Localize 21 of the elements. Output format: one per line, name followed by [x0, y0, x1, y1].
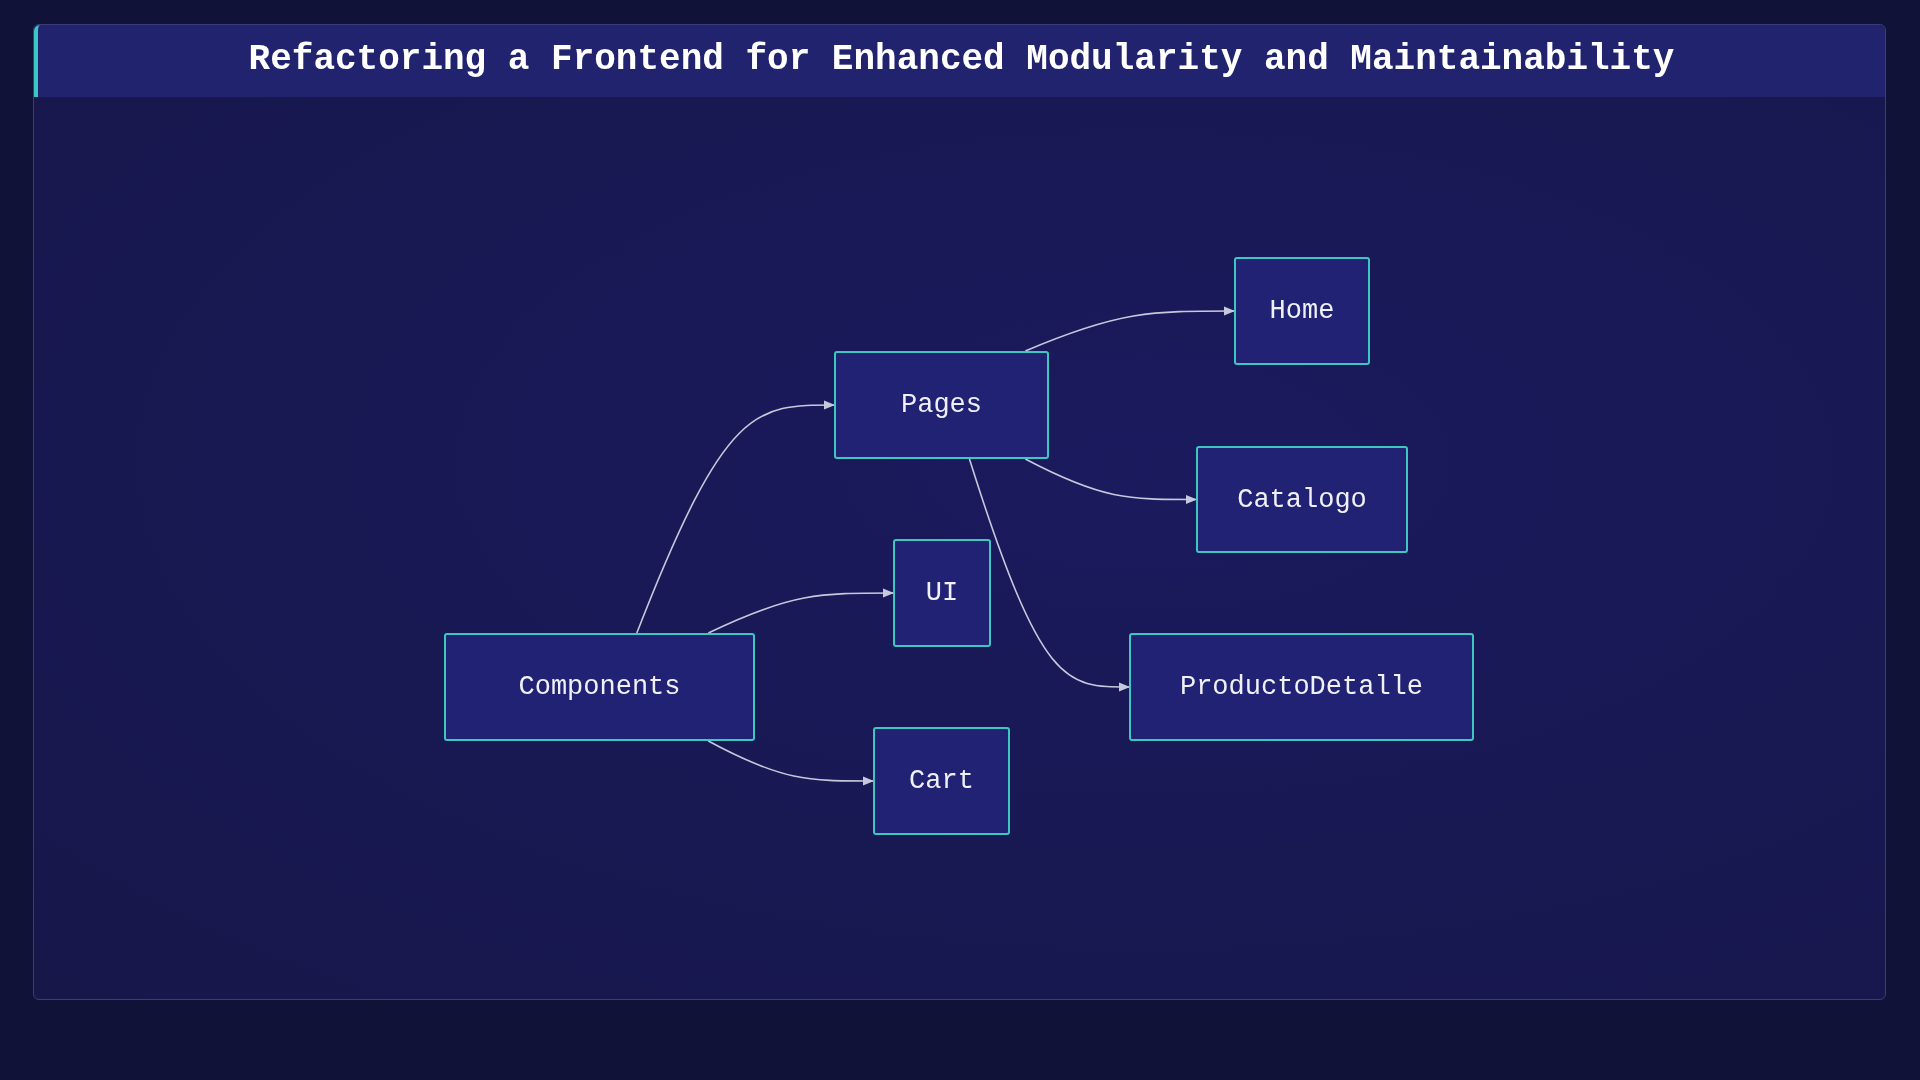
module-box — [873, 727, 1010, 835]
module-box — [444, 633, 755, 741]
arrow — [707, 740, 875, 786]
node-label: Cart — [909, 766, 974, 796]
diagram-title: Refactoring a Frontend for Enhanced Modularity and Maintainability — [247, 39, 1676, 80]
module-box — [1234, 257, 1370, 365]
node-label: ProductoDetalle — [1179, 672, 1423, 702]
node-label: Home — [1269, 296, 1335, 326]
arrow — [707, 588, 895, 634]
node-label: Components — [518, 672, 681, 702]
arrow — [968, 458, 1131, 692]
module-box — [893, 539, 991, 647]
arrow — [1024, 458, 1198, 504]
module-box — [1129, 633, 1474, 741]
node-label: UI — [925, 578, 959, 608]
arrow — [636, 400, 836, 634]
module-box — [1196, 446, 1408, 553]
module-box — [834, 351, 1049, 459]
node-label: Pages — [901, 390, 982, 420]
arrow — [1024, 306, 1236, 352]
node-label: Catalogo — [1237, 484, 1367, 515]
